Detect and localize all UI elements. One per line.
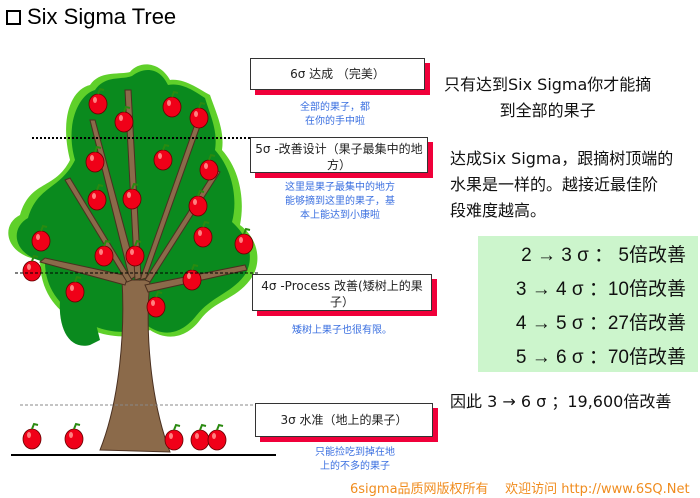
improvement-row: 5 → 6 σ ：70倍改善: [515, 346, 686, 368]
apple-icon: [188, 189, 208, 217]
apple-icon: [122, 182, 142, 210]
improvement-row: 4 → 5 σ ：27倍改善: [515, 312, 686, 334]
apple-icon: [65, 275, 85, 303]
level-4sigma-note: 矮树上果子也很有限。: [292, 325, 392, 336]
level-5sigma-box: 5σ -改善设计（果子最集中的地方）: [250, 137, 428, 173]
apple-icon: [164, 423, 184, 451]
apples: [22, 87, 254, 451]
apple-icon: [88, 87, 108, 115]
improvement-row: 3 → 4 σ ：10倍改善: [515, 278, 686, 300]
apple-icon: [190, 423, 210, 451]
apple-icon: [146, 290, 166, 318]
apple-icon: [189, 101, 209, 129]
apple-icon: [87, 183, 107, 211]
level-6sigma-note: 全部的果子，都 在你的手中啦: [300, 102, 370, 127]
level-3sigma-note: 只能捡吃到掉在地 上的不多的果子: [315, 447, 395, 472]
apple-icon: [22, 254, 42, 282]
apple-icon: [199, 153, 219, 181]
improvement-table: 2 → 3 σ ： 5倍改善 3 → 4 σ ：10倍改善 4 → 5 σ ：2…: [478, 236, 698, 372]
checkbox-bullet-icon: [6, 9, 21, 25]
apple-icon: [234, 227, 254, 255]
apple-icon: [125, 239, 145, 267]
apple-icon: [64, 422, 84, 450]
level-4sigma-box: 4σ -Process 改善(矮树上的果子）: [252, 274, 432, 311]
page-title: Six Sigma Tree: [6, 4, 176, 30]
footer-copyright: 6sigma品质网版权所有 欢迎访问 http://www.6SQ.Net: [350, 482, 690, 497]
apple-icon: [114, 105, 134, 133]
level-6sigma-box: 6σ 达成 （完美）: [250, 58, 425, 90]
title-text: Six Sigma Tree: [27, 4, 177, 29]
apple-icon: [153, 143, 173, 171]
apple-icon: [94, 239, 114, 267]
apple-icon: [162, 90, 182, 118]
top-statement: 只有达到Six Sigma你才能摘 到全部的果子: [444, 75, 652, 120]
apple-icon: [182, 263, 202, 291]
level-3sigma-box: 3σ 水准（地上的果子）: [255, 403, 433, 437]
apple-icon: [193, 220, 213, 248]
summary-statement: 因此 3 → 6 σ ；19,600倍改善: [450, 392, 672, 411]
middle-statement: 达成Six Sigma，跟摘树顶端的 水果是一样的。越接近最佳阶 段难度越高。: [450, 149, 674, 220]
apple-icon: [207, 423, 227, 451]
improvement-row: 2 → 3 σ ： 5倍改善: [521, 244, 686, 266]
apple-icon: [85, 145, 105, 173]
apple-icon: [31, 224, 51, 252]
level-5sigma-note: 这里是果子最集中的地方 能够摘到这里的果子，基 本上能达到小康啦: [285, 182, 395, 221]
apple-icon: [22, 422, 42, 450]
